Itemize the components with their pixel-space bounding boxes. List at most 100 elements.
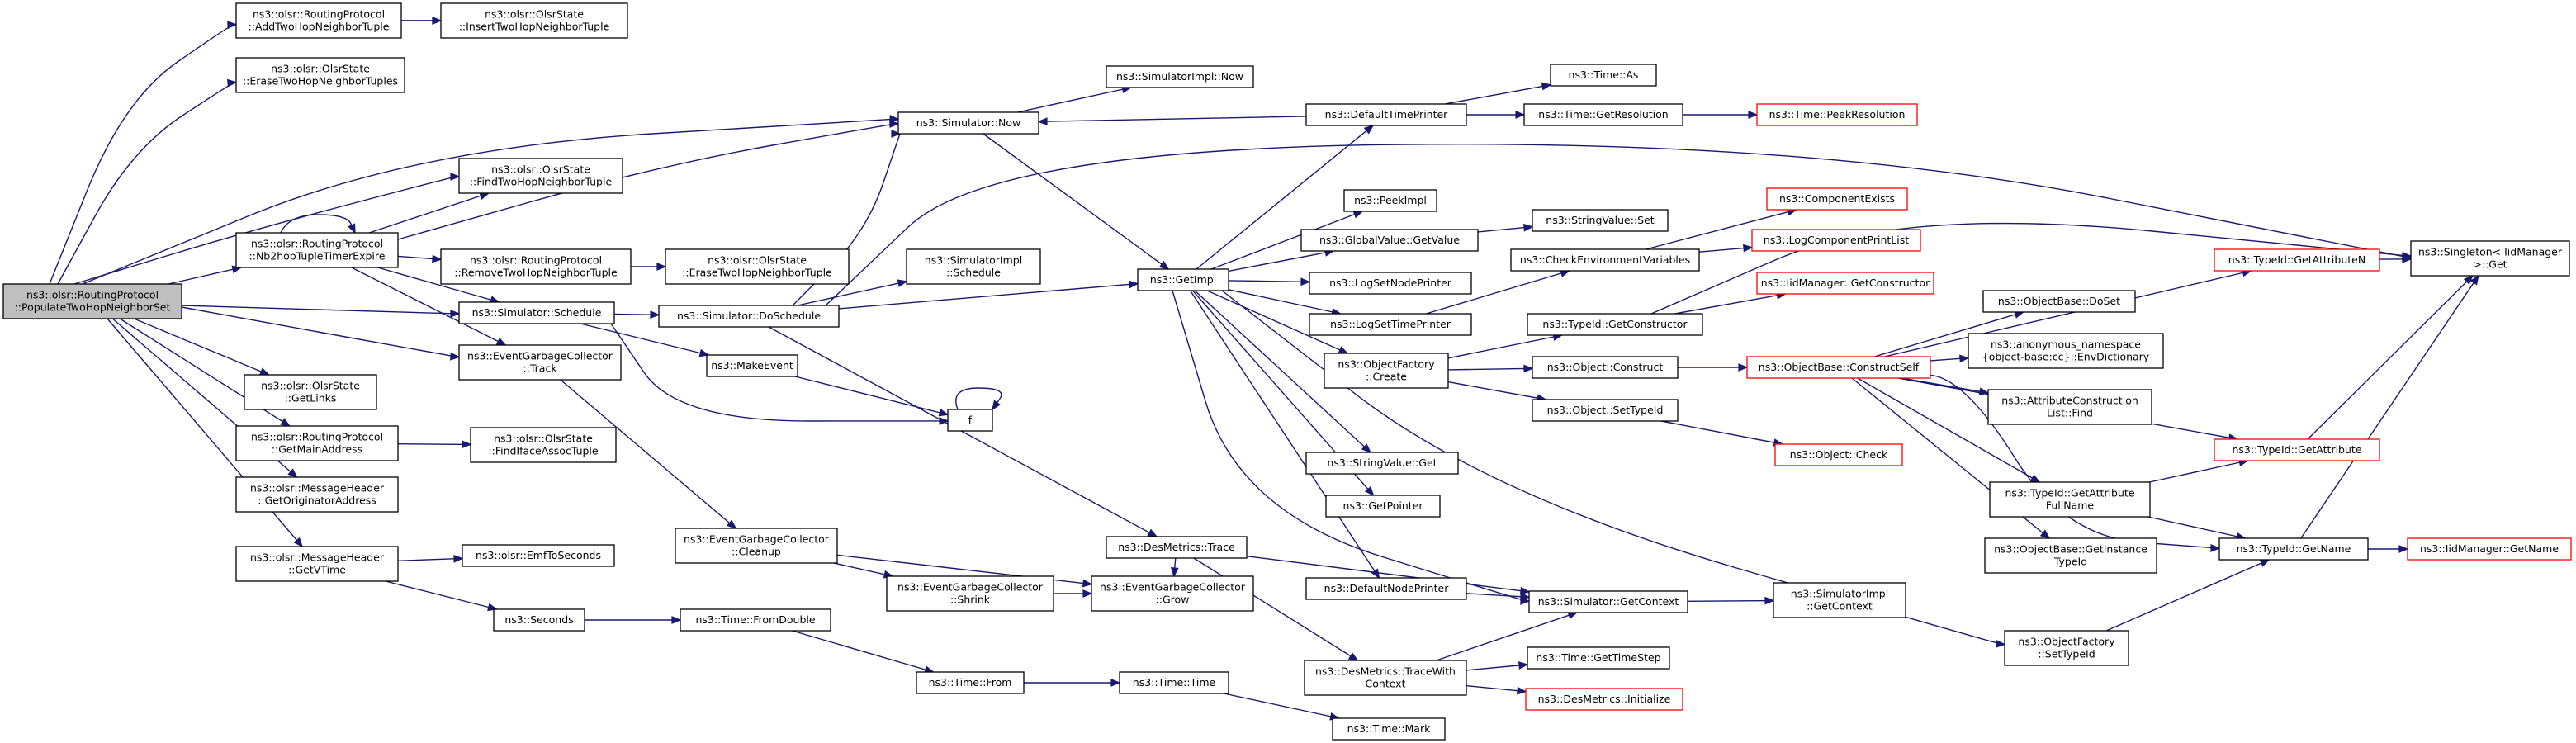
function-node-defaultTimePrinter[interactable]: ns3::DefaultTimePrinter bbox=[1305, 103, 1467, 126]
function-node-logSetNode[interactable]: ns3::LogSetNodePrinter bbox=[1309, 272, 1472, 295]
function-node-stringGet[interactable]: ns3::StringValue::Get bbox=[1305, 452, 1459, 475]
function-node-nb2hop[interactable]: ns3::olsr::RoutingProtocol::Nb2hopTupleT… bbox=[235, 232, 399, 268]
node-label: ns3::EventGarbageCollector bbox=[684, 533, 830, 546]
call-edge-simNow-to-getImpl bbox=[983, 133, 1170, 270]
function-node-f[interactable]: f bbox=[947, 409, 993, 432]
function-node-objSetTypeId[interactable]: ns3::Object::SetTypeId bbox=[1532, 399, 1679, 422]
node-box bbox=[658, 305, 840, 328]
function-node-envDict[interactable]: ns3::anonymous_namespace{object-base:cc}… bbox=[1968, 333, 2164, 369]
function-node-emfToSeconds[interactable]: ns3::olsr::EmfToSeconds bbox=[462, 544, 615, 567]
function-node-fromDouble[interactable]: ns3::Time::FromDouble bbox=[680, 608, 831, 632]
function-node-objFactorySetTypeId[interactable]: ns3::ObjectFactory::SetTypeId bbox=[2004, 630, 2129, 666]
function-node-logCompPrint[interactable]: ns3::LogComponentPrintList bbox=[1751, 229, 1921, 252]
edge-line bbox=[610, 323, 949, 422]
function-node-simImplNow[interactable]: ns3::SimulatorImpl::Now bbox=[1106, 65, 1254, 88]
function-node-checkEnv[interactable]: ns3::CheckEnvironmentVariables bbox=[1510, 248, 1700, 272]
function-node-timeMark[interactable]: ns3::Time::Mark bbox=[1332, 717, 1446, 741]
function-node-findTwoHop[interactable]: ns3::olsr::OlsrState::FindTwoHopNeighbor… bbox=[458, 158, 623, 194]
call-edge-getImpl-to-objFactorySetTypeId bbox=[1221, 290, 2006, 648]
function-node-getResolution[interactable]: ns3::Time::GetResolution bbox=[1523, 103, 1683, 126]
function-node-insertTwoHop[interactable]: ns3::olsr::OlsrState::InsertTwoHopNeighb… bbox=[440, 2, 628, 39]
node-label: TypeId bbox=[2053, 556, 2087, 568]
function-node-egcShrink[interactable]: ns3::EventGarbageCollector::Shrink bbox=[886, 575, 1054, 612]
function-node-simNow[interactable]: ns3::Simulator::Now bbox=[897, 111, 1039, 135]
function-node-iidGetCtor[interactable]: ns3::IidManager::GetConstructor bbox=[1756, 272, 1934, 295]
function-node-peekResolution[interactable]: ns3::Time::PeekResolution bbox=[1756, 103, 1918, 126]
edge-line bbox=[1196, 125, 1374, 270]
function-node-timeAs[interactable]: ns3::Time::As bbox=[1550, 64, 1657, 87]
function-node-timeTime[interactable]: ns3::Time::Time bbox=[1119, 671, 1229, 694]
function-node-eraseTwoHopTuple[interactable]: ns3::olsr::OlsrState::EraseTwoHopNeighbo… bbox=[665, 248, 850, 285]
node-label: ns3::TypeId::GetConstructor bbox=[1542, 318, 1688, 330]
function-node-stringSet[interactable]: ns3::StringValue::Set bbox=[1532, 209, 1669, 232]
node-label: ::GetVTime bbox=[288, 564, 346, 576]
function-node-egcTrack[interactable]: ns3::EventGarbageCollector::Track bbox=[458, 344, 622, 381]
edge-line bbox=[1477, 226, 1533, 233]
function-node-typeIdGetCtor[interactable]: ns3::TypeId::GetConstructor bbox=[1527, 313, 1703, 336]
function-node-getVTime[interactable]: ns3::olsr::MessageHeader::GetVTime bbox=[235, 546, 399, 582]
function-node-getLinks[interactable]: ns3::olsr::OlsrState::GetLinks bbox=[244, 374, 377, 410]
function-node-getTimeStep[interactable]: ns3::Time::GetTimeStep bbox=[1527, 646, 1670, 670]
node-label: ns3::ObjectBase::GetInstance bbox=[1994, 543, 2147, 556]
node-label: ns3::PeekImpl bbox=[1354, 194, 1427, 206]
call-edge-getAttrFullName-to-typeIdGetAttr bbox=[2149, 458, 2249, 483]
function-node-removeTwoHop[interactable]: ns3::olsr::RoutingProtocol::RemoveTwoHop… bbox=[440, 248, 632, 285]
arrowhead-icon bbox=[1748, 111, 1759, 119]
function-node-doSet[interactable]: ns3::ObjectBase::DoSet bbox=[1982, 290, 2136, 313]
arrowhead-icon bbox=[1522, 223, 1534, 232]
call-edge-getImpl-to-defaultTimePrinter bbox=[1196, 124, 1375, 270]
function-node-desTrace[interactable]: ns3::DesMetrics::Trace bbox=[1106, 536, 1248, 559]
function-node-typeIdGetName[interactable]: ns3::TypeId::GetName bbox=[2218, 537, 2369, 561]
function-node-egcCleanup[interactable]: ns3::EventGarbageCollector::Cleanup bbox=[675, 528, 838, 564]
edge-line bbox=[794, 376, 949, 415]
function-node-objCheck[interactable]: ns3::Object::Check bbox=[1774, 443, 1903, 466]
function-node-getMainAddress[interactable]: ns3::olsr::RoutingProtocol::GetMainAddre… bbox=[235, 425, 399, 461]
function-node-getOriginator[interactable]: ns3::olsr::MessageHeader::GetOriginatorA… bbox=[235, 476, 399, 513]
function-node-peekImpl[interactable]: ns3::PeekImpl bbox=[1343, 189, 1437, 212]
function-node-simGetContext[interactable]: ns3::Simulator::GetContext bbox=[1528, 590, 1688, 613]
function-node-typeIdGetAttr[interactable]: ns3::TypeId::GetAttribute bbox=[2214, 438, 2380, 461]
function-node-makeEvent[interactable]: ns3::MakeEvent bbox=[706, 354, 798, 377]
function-node-doSchedule[interactable]: ns3::Simulator::DoSchedule bbox=[658, 305, 840, 328]
node-label: ::Track bbox=[523, 362, 557, 375]
node-label: ns3::TypeId::GetAttribute bbox=[2232, 443, 2361, 456]
node-label: ns3::SimulatorImpl bbox=[925, 254, 1022, 267]
function-node-seconds[interactable]: ns3::Seconds bbox=[493, 608, 585, 632]
node-label: ns3::ObjectFactory bbox=[1338, 358, 1435, 371]
function-node-eraseTwoHopTuples[interactable]: ns3::olsr::OlsrState::EraseTwoHopNeighbo… bbox=[235, 57, 405, 93]
function-node-getImpl[interactable]: ns3::GetImpl bbox=[1137, 268, 1229, 291]
edge-line bbox=[1447, 334, 1562, 359]
function-node-logSetTime[interactable]: ns3::LogSetTimePrinter bbox=[1309, 313, 1472, 336]
function-node-schedule[interactable]: ns3::Simulator::Schedule bbox=[458, 301, 615, 324]
function-node-objFactoryCreate[interactable]: ns3::ObjectFactory::Create bbox=[1324, 353, 1449, 389]
function-node-root[interactable]: ns3::olsr::RoutingProtocol::PopulateTwoH… bbox=[2, 283, 182, 319]
function-node-singletonGet[interactable]: ns3::Singleton< IidManager >::Get bbox=[2410, 240, 2570, 277]
node-label: ns3::olsr::OlsrState bbox=[271, 63, 370, 75]
function-node-simImplGetContext[interactable]: ns3::SimulatorImpl::GetContext bbox=[1773, 582, 1906, 618]
function-node-simImplSchedule[interactable]: ns3::SimulatorImpl::Schedule bbox=[906, 248, 1041, 285]
function-node-componentExists[interactable]: ns3::ComponentExists bbox=[1766, 187, 1908, 211]
node-label: ns3::Time::PeekResolution bbox=[1769, 108, 1906, 121]
function-node-typeIdGetAttrN[interactable]: ns3::TypeId::GetAttributeN bbox=[2214, 248, 2380, 272]
function-node-egcGrow[interactable]: ns3::EventGarbageCollector::Grow bbox=[1091, 575, 1254, 612]
function-node-globalGetValue[interactable]: ns3::GlobalValue::GetValue bbox=[1300, 229, 1479, 252]
function-node-getPointer[interactable]: ns3::GetPointer bbox=[1325, 495, 1441, 518]
function-node-findIface[interactable]: ns3::olsr::OlsrState::FindIfaceAssocTupl… bbox=[470, 427, 617, 463]
function-node-constructSelf[interactable]: ns3::ObjectBase::ConstructSelf bbox=[1746, 356, 1931, 379]
function-node-desInit[interactable]: ns3::DesMetrics::Initialize bbox=[1525, 688, 1683, 711]
arrowhead-icon bbox=[293, 537, 304, 548]
call-edge-nb2hop-to-simNow bbox=[397, 120, 900, 240]
function-node-iidGetName[interactable]: ns3::IidManager::GetName bbox=[2407, 537, 2572, 561]
function-node-timeFrom[interactable]: ns3::Time::From bbox=[916, 671, 1025, 694]
function-node-defaultNodePrinter[interactable]: ns3::DefaultNodePrinter bbox=[1305, 577, 1467, 600]
call-edge-objFactorySetTypeId-to-typeIdGetName bbox=[2105, 559, 2271, 632]
node-label: ns3::EventGarbageCollector bbox=[1100, 581, 1246, 594]
function-node-objConstruct[interactable]: ns3::Object::Construct bbox=[1532, 356, 1679, 379]
call-edge-root-to-egcTrack bbox=[181, 306, 461, 361]
edge-line bbox=[983, 133, 1169, 270]
function-node-addTwoHop[interactable]: ns3::olsr::RoutingProtocol::AddTwoHopNei… bbox=[235, 2, 402, 39]
